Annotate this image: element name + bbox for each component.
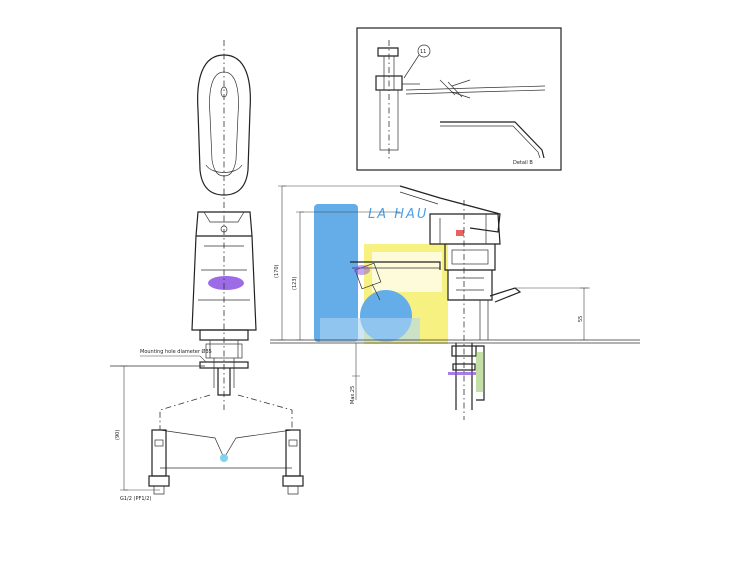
watermark-light-band bbox=[320, 318, 420, 342]
drain-link-highlight bbox=[476, 352, 484, 392]
watermark-bar bbox=[314, 204, 358, 342]
locknut-highlight bbox=[448, 372, 476, 375]
detail-note-text: Detail B bbox=[513, 160, 533, 166]
watermark-logo: LA HAU bbox=[314, 204, 448, 344]
left-supply-valve bbox=[151, 429, 167, 477]
side-view-faucet: (170) (123) 55 Max.25 bbox=[270, 185, 640, 420]
callout-circle bbox=[417, 44, 431, 58]
mounting-hole-text: Mounting hole diameter Ø35 bbox=[140, 348, 212, 355]
hot-indicator bbox=[456, 230, 464, 236]
dim-height-3-text: 55 bbox=[578, 316, 584, 322]
dim-height-1-text: (170) bbox=[274, 265, 280, 278]
dim-side-text: (90) bbox=[115, 430, 121, 440]
right-supply-valve bbox=[285, 429, 301, 477]
front-view-faucet bbox=[191, 40, 257, 410]
pull-rod-highlight bbox=[354, 265, 370, 275]
dim-spout-text: Max.25 bbox=[350, 386, 356, 404]
watermark-text: LA HAU bbox=[368, 207, 428, 222]
watermark-yellow-window bbox=[372, 252, 442, 292]
hose-thread-text: G1/2 (PF1/2) bbox=[120, 496, 151, 502]
aerator-highlight bbox=[208, 276, 244, 290]
detail-box: 11 Detail B bbox=[356, 27, 562, 171]
dim-height-2-text: (123) bbox=[292, 277, 298, 290]
callout-number: 11 bbox=[420, 49, 426, 55]
supply-hoses: (90) G1/2 (PF1/2) bbox=[110, 365, 304, 502]
mounting-hole-label: Mounting hole diameter Ø35 bbox=[140, 348, 212, 363]
center-point-marker bbox=[220, 454, 228, 462]
